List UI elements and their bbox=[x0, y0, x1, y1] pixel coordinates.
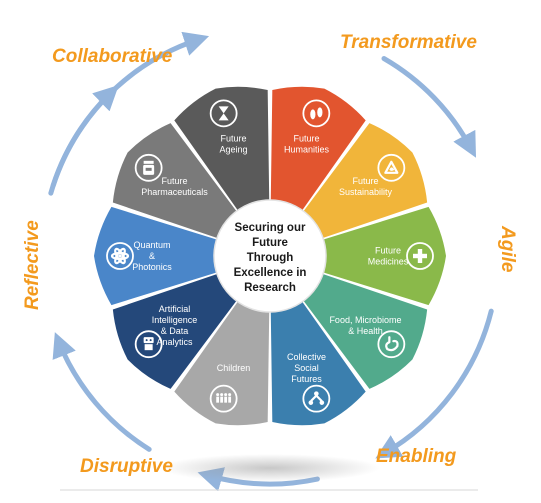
segment-shape-ai bbox=[112, 272, 241, 389]
segment-label-ai-line-3: & Data bbox=[161, 326, 189, 336]
stomach-icon bbox=[377, 330, 406, 359]
center-line-2: Future bbox=[252, 237, 288, 249]
center-line-4: Excellence in bbox=[234, 267, 307, 279]
segment-label-quantum-line-1: Quantum bbox=[133, 240, 170, 250]
segment-label-food-line-2: & Health bbox=[348, 326, 383, 336]
segment-label-ai-line-4: Analytics bbox=[157, 337, 194, 347]
label-disruptive: Disruptive bbox=[80, 456, 173, 477]
segment-label-humanities-line-2: Humanities bbox=[284, 144, 330, 154]
arrow-top-left bbox=[48, 85, 119, 196]
center-line-5: Research bbox=[244, 282, 296, 294]
center-hub: Securing our Future Through Excellence i… bbox=[213, 199, 327, 313]
segment-shape-medicines bbox=[317, 206, 446, 306]
segment-quantum: Quantum&Photonics bbox=[94, 206, 223, 306]
footprints-icon bbox=[302, 99, 331, 128]
segment-label-pharma-line-2: Pharmaceuticals bbox=[141, 187, 208, 197]
segment-label-social-line-3: Futures bbox=[291, 374, 322, 384]
segment-label-food-line-1: Food, Microbiome bbox=[329, 315, 401, 325]
label-enabling: Enabling bbox=[376, 446, 457, 467]
segment-label-medicines-line-1: Future bbox=[375, 246, 401, 256]
segment-label-sustainability-line-1: Future bbox=[352, 176, 378, 186]
segment-label-sustainability-line-2: Sustainability bbox=[339, 187, 393, 197]
center-line-3: Through bbox=[247, 252, 294, 264]
label-collaborative: Collaborative bbox=[52, 46, 173, 67]
segment-label-social-line-1: Collective bbox=[287, 352, 326, 362]
label-transformative: Transformative bbox=[340, 32, 477, 53]
segment-label-quantum-line-3: Photonics bbox=[132, 262, 172, 272]
label-reflective: Reflective bbox=[22, 220, 43, 310]
segment-label-ai-line-2: Intelligence bbox=[152, 315, 198, 325]
segment-food: Food, Microbiome& Health bbox=[299, 272, 428, 389]
center-line-1: Securing our bbox=[235, 222, 306, 234]
hourglass-icon bbox=[209, 99, 238, 128]
segment-shape-sustainability bbox=[299, 123, 428, 240]
segment-label-ageing-line-1: Future bbox=[221, 133, 247, 143]
pill-bottle-icon bbox=[134, 153, 163, 182]
arrow-bottom-left bbox=[52, 332, 152, 452]
robot-icon bbox=[134, 330, 163, 359]
segment-label-ai-line-1: Artificial bbox=[159, 304, 191, 314]
segment-shape-social bbox=[270, 296, 366, 426]
segment-label-pharma-line-1: Future bbox=[162, 176, 188, 186]
ground-shadow bbox=[160, 454, 380, 482]
segment-shape-humanities bbox=[270, 86, 366, 216]
segment-shape-ageing bbox=[174, 86, 270, 216]
arrow-top-right bbox=[381, 56, 477, 158]
segment-label-humanities-line-1: Future bbox=[293, 133, 319, 143]
cycle-arrows bbox=[48, 31, 494, 492]
segment-label-ageing-line-2: Ageing bbox=[220, 144, 248, 154]
recycle-leaf-icon bbox=[377, 153, 406, 182]
segment-children: Children bbox=[174, 296, 270, 426]
segment-shape-pharma bbox=[112, 123, 241, 240]
atom-icon bbox=[106, 242, 134, 270]
segment-label-medicines-line-2: Medicines bbox=[368, 257, 409, 267]
segment-label-children-line-1: Children bbox=[217, 363, 251, 373]
theme-segments: FutureHumanitiesFutureSustainabilityFutu… bbox=[94, 86, 446, 426]
segment-shape-quantum bbox=[94, 206, 223, 306]
segment-shape-food bbox=[299, 272, 428, 389]
label-agile: Agile bbox=[497, 225, 518, 273]
people-network-icon bbox=[302, 384, 331, 413]
medical-cross-icon bbox=[406, 242, 434, 270]
children-group-icon bbox=[209, 384, 238, 413]
segment-shape-children bbox=[174, 296, 270, 426]
segment-label-quantum-line-2: & bbox=[149, 251, 155, 261]
arrow-bottom-right bbox=[375, 308, 494, 459]
segment-label-social-line-2: Social bbox=[294, 363, 319, 373]
